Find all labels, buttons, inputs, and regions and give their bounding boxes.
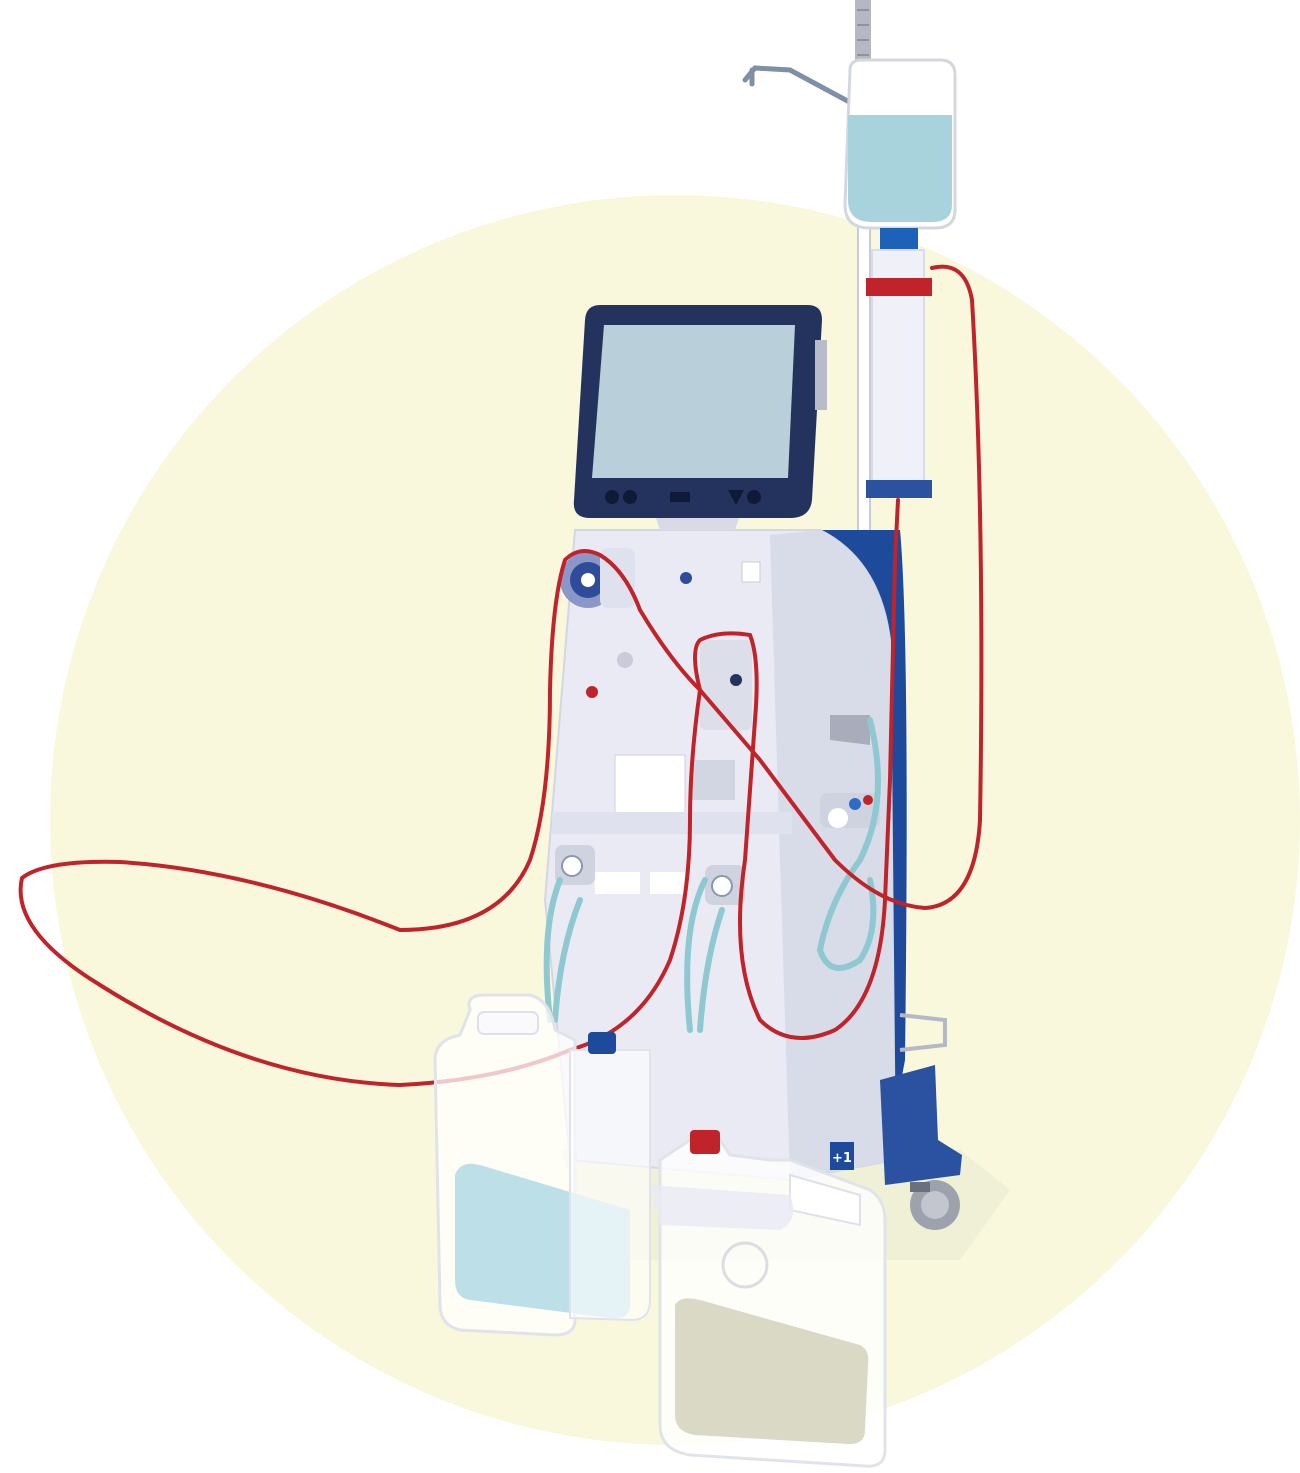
wheel-icon [910,1180,960,1230]
machine-base [880,1065,962,1230]
canister-icon [650,1130,887,1468]
canister-icon [433,993,651,1337]
iv-bag-icon [843,58,957,498]
machine-badge-label: +1 [832,1151,852,1166]
monitor-screen [573,305,827,530]
blood-tubing [18,264,984,1088]
dialysate-tubing [543,717,881,1033]
